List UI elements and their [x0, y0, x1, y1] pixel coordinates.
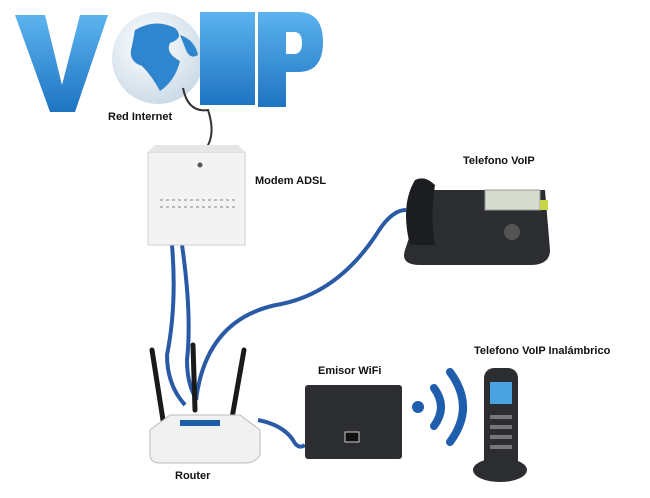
logo-letter-i: [200, 12, 255, 105]
wifi-signal-icon: [412, 368, 467, 446]
router-device: [149, 342, 261, 464]
internet-cable: [182, 87, 213, 156]
label-modem: Modem ADSL: [255, 175, 327, 187]
label-phone: Telefono VoIP: [463, 155, 535, 167]
network-cables: [164, 208, 407, 449]
logo-letter-p: [258, 12, 323, 107]
label-red-internet: Red Internet: [108, 111, 173, 123]
voip-logo: [15, 12, 323, 112]
label-wifi-emitter: Emisor WiFi: [318, 365, 382, 377]
label-wireless-phone: Telefono VoIP Inalámbrico: [474, 345, 611, 357]
logo-letter-v: [15, 15, 108, 112]
label-router: Router: [175, 470, 211, 482]
desk-phone: [404, 178, 550, 265]
modem-device: [147, 145, 246, 246]
handset: [406, 178, 435, 245]
wifi-emitter-device: [305, 385, 402, 459]
cordless-phone: [473, 368, 527, 482]
